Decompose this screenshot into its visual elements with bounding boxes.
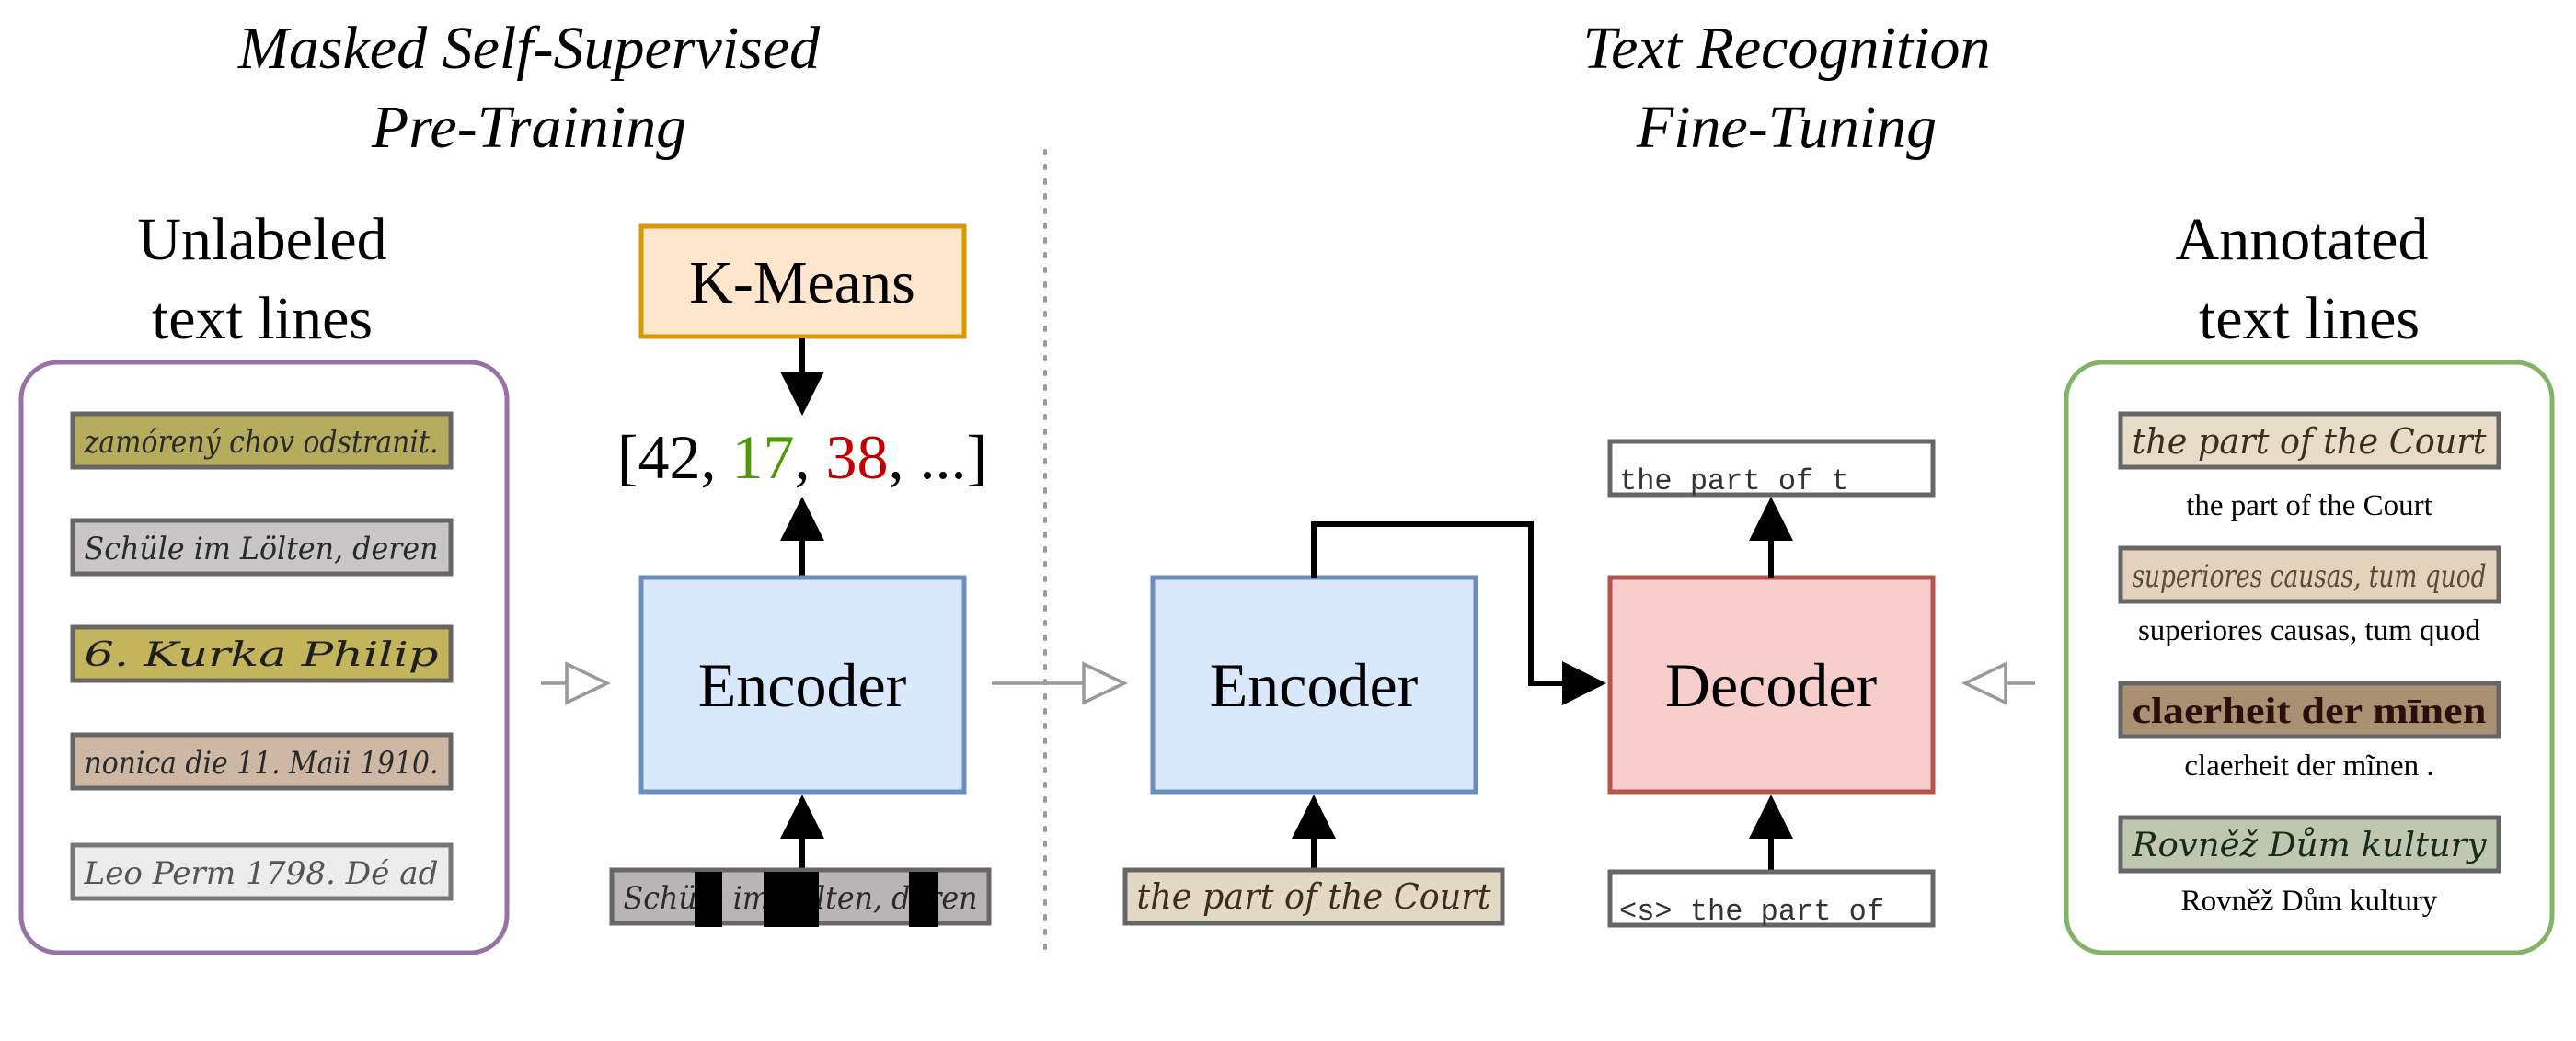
finetuning-encoder-label: Encoder <box>1210 650 1419 720</box>
decoder-output-box <box>1607 439 1936 498</box>
svg-text:the part of the Court: the part of the Court <box>1137 876 1492 917</box>
kmeans-to-ids-arrowhead <box>780 372 824 416</box>
svg-text:6. Kurka Philip: 6. Kurka Philip <box>85 636 439 674</box>
svg-text:Rovněž Dům kultury: Rovněž Dům kultury <box>2131 827 2487 864</box>
mask-block <box>695 872 722 927</box>
encoder-to-decoder-connector <box>1311 521 1564 686</box>
annotated-transcription: Rovněž Dům kultury <box>2181 885 2438 918</box>
annotated-to-decoder-arrowhead <box>1961 661 2007 705</box>
annotated-sample: claerheit der mīnen <box>2118 681 2501 739</box>
encoder-to-decoder-arrowhead <box>1562 661 1606 705</box>
annotated-heading-line2: text lines <box>2199 285 2420 352</box>
annotated-sample: Rovněž Dům kultury <box>2118 815 2501 874</box>
svg-text:Leo Perm 1798. Dé ad: Leo Perm 1798. Dé ad <box>83 855 438 892</box>
annotated-transcription: the part of the Court <box>2186 489 2432 522</box>
cluster-id-3: 38 <box>826 422 889 492</box>
mask-block <box>764 872 819 927</box>
annotated-frame <box>2064 360 2555 955</box>
svg-text:zamórený chov odstranit.: zamórený chov odstranit. <box>84 424 439 461</box>
unlabeled-heading-line1: Unlabeled <box>137 206 386 273</box>
finetuning-title-line1: Text Recognition <box>1583 15 1991 82</box>
svg-text:nonica die 11. Maii 1910.: nonica die 11. Maii 1910. <box>85 745 439 782</box>
mask-block <box>909 872 938 927</box>
pretraining-encoder-box <box>638 575 967 795</box>
unlabeled-heading-line2: text lines <box>152 285 373 352</box>
encoder-input-sample: the part of the Court <box>1122 867 1505 926</box>
unlabeled-sample: zamórený chov odstranit. <box>70 411 454 470</box>
annotated-heading-line1: Annotated <box>2176 206 2429 273</box>
decoder-box <box>1607 575 1936 795</box>
pretraining-title-line1: Masked Self-Supervised <box>237 15 821 82</box>
encoder-input-arrowhead <box>1292 795 1336 839</box>
unlabeled-sample: Leo Perm 1798. Dé ad <box>70 842 454 901</box>
cluster-id-1: 42 <box>638 422 701 492</box>
pretraining-title-line2: Pre-Training <box>371 94 686 161</box>
cluster-id-2: 17 <box>732 422 795 492</box>
svg-text:the part of the Court: the part of the Court <box>2133 421 2488 462</box>
annotated-transcription: superiores causas, tum quod <box>2138 614 2481 647</box>
decoder-input-text: <s> the part of <box>1619 895 1884 929</box>
pretraining-encoder-label: Encoder <box>698 650 907 720</box>
annotated-sample: the part of the Court <box>2118 411 2501 470</box>
kmeans-box <box>638 223 967 339</box>
finetuning-encoder-box <box>1150 575 1478 795</box>
kmeans-label: K-Means <box>689 249 915 316</box>
decoder-label: Decoder <box>1665 650 1878 720</box>
svg-text:superiores causas, tum quod: superiores causas, tum quod <box>2133 558 2487 595</box>
unlabeled-to-encoder-arrowhead <box>565 661 612 705</box>
decoder-output-text: the part of t <box>1619 464 1849 498</box>
encoder-to-ids-arrowhead <box>780 497 824 541</box>
decoder-input-arrowhead <box>1749 795 1793 839</box>
annotated-transcription: claerheit der mĩnen . <box>2184 749 2433 783</box>
decoder-output-arrowhead <box>1749 497 1793 541</box>
unlabeled-sample: Schüle im Lölten, deren <box>70 518 454 577</box>
svg-text:claerheit der mīnen: claerheit der mīnen <box>2133 690 2487 731</box>
finetuning-title-line2: Fine-Tuning <box>1636 94 1937 161</box>
unlabeled-sample: nonica die 11. Maii 1910. <box>70 732 454 791</box>
encoder-transfer-arrowhead <box>1082 661 1129 705</box>
unlabeled-sample: 6. Kurka Philip <box>70 624 454 683</box>
cluster-ids: [42, 17, 38, ...] <box>617 422 987 492</box>
masked-input-arrowhead <box>780 795 824 839</box>
svg-text:Schüle im Lölten, deren: Schüle im Lölten, deren <box>85 531 439 567</box>
annotated-sample: superiores causas, tum quod <box>2118 545 2501 604</box>
decoder-input-box <box>1607 869 1936 928</box>
masked-input-sample: Schüle im Lölten, deren <box>609 867 992 927</box>
